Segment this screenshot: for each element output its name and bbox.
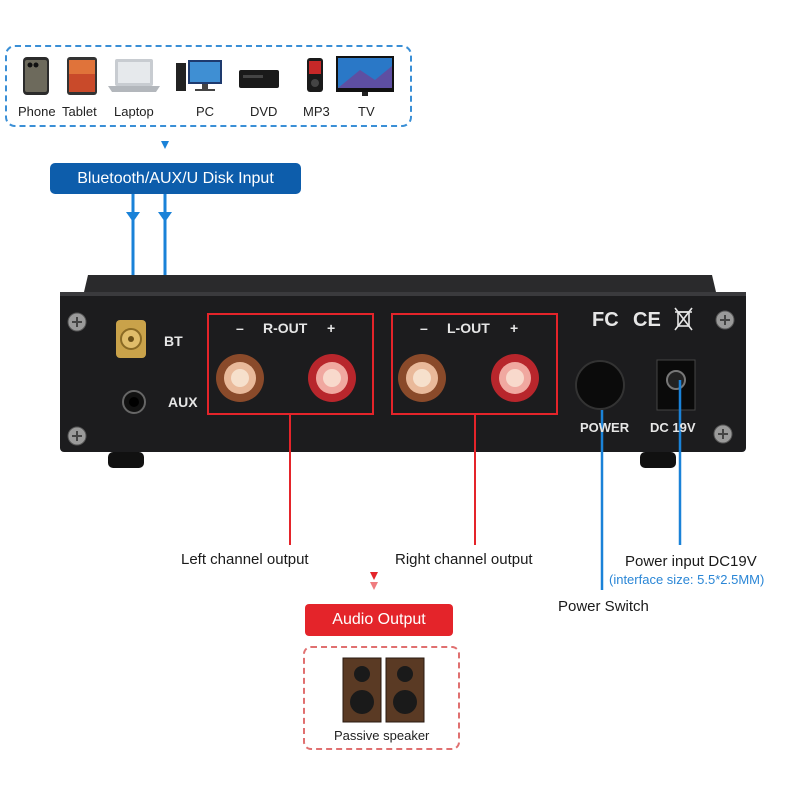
l-out-minus: – [420,320,428,336]
binding-post-icon [216,354,539,402]
down-arrow-icon [161,141,169,149]
ce-mark: CE [633,309,661,331]
source-devices-box [5,45,412,127]
power-switch-caption: Power Switch [558,598,649,615]
aux-label: AUX [168,394,198,410]
l-out-plus: + [510,320,519,336]
r-out-plus: + [327,320,336,336]
laptop-icon [108,59,160,92]
audio-output-label: Audio Output [305,604,453,636]
device-label-phone: Phone [18,104,56,119]
tv-icon [336,56,394,96]
device-label-dvd: DVD [250,104,278,119]
device-label-laptop: Laptop [114,104,154,119]
dc-label: DC 19V [650,420,696,435]
phone-icon [23,57,49,95]
left-channel-caption: Left channel output [181,551,309,568]
power-button [575,360,625,410]
device-label-tv: TV [358,104,375,119]
mp3-icon [307,58,323,92]
input-label: Bluetooth/AUX/U Disk Input [50,163,301,194]
l-out-label: L-OUT [447,320,490,336]
r-out-minus: – [236,320,244,336]
speaker-caption: Passive speaker [334,728,430,743]
passive-speaker-icon [342,657,425,723]
device-label-pc: PC [196,104,215,119]
bt-label: BT [164,333,183,349]
device-label-tablet: Tablet [62,104,97,119]
aux-jack [122,390,146,414]
device-label-mp3: MP3 [303,104,330,119]
red-down-arrow-icon [370,572,378,580]
power-label: POWER [580,420,630,435]
interface-size-note: (interface size: 5.5*2.5MM) [609,572,765,587]
weee-bin-icon [674,307,693,331]
dvd-icon [239,70,279,88]
fc-mark: FC [592,309,619,331]
r-out-label: R-OUT [263,320,308,336]
pc-icon [176,60,222,91]
tablet-icon [67,57,97,95]
right-channel-caption: Right channel output [395,551,533,568]
power-input-caption: Power input DC19V [625,553,757,570]
speaker-box [303,646,460,750]
bt-antenna-connector [116,320,146,358]
dc-jack [656,359,696,411]
